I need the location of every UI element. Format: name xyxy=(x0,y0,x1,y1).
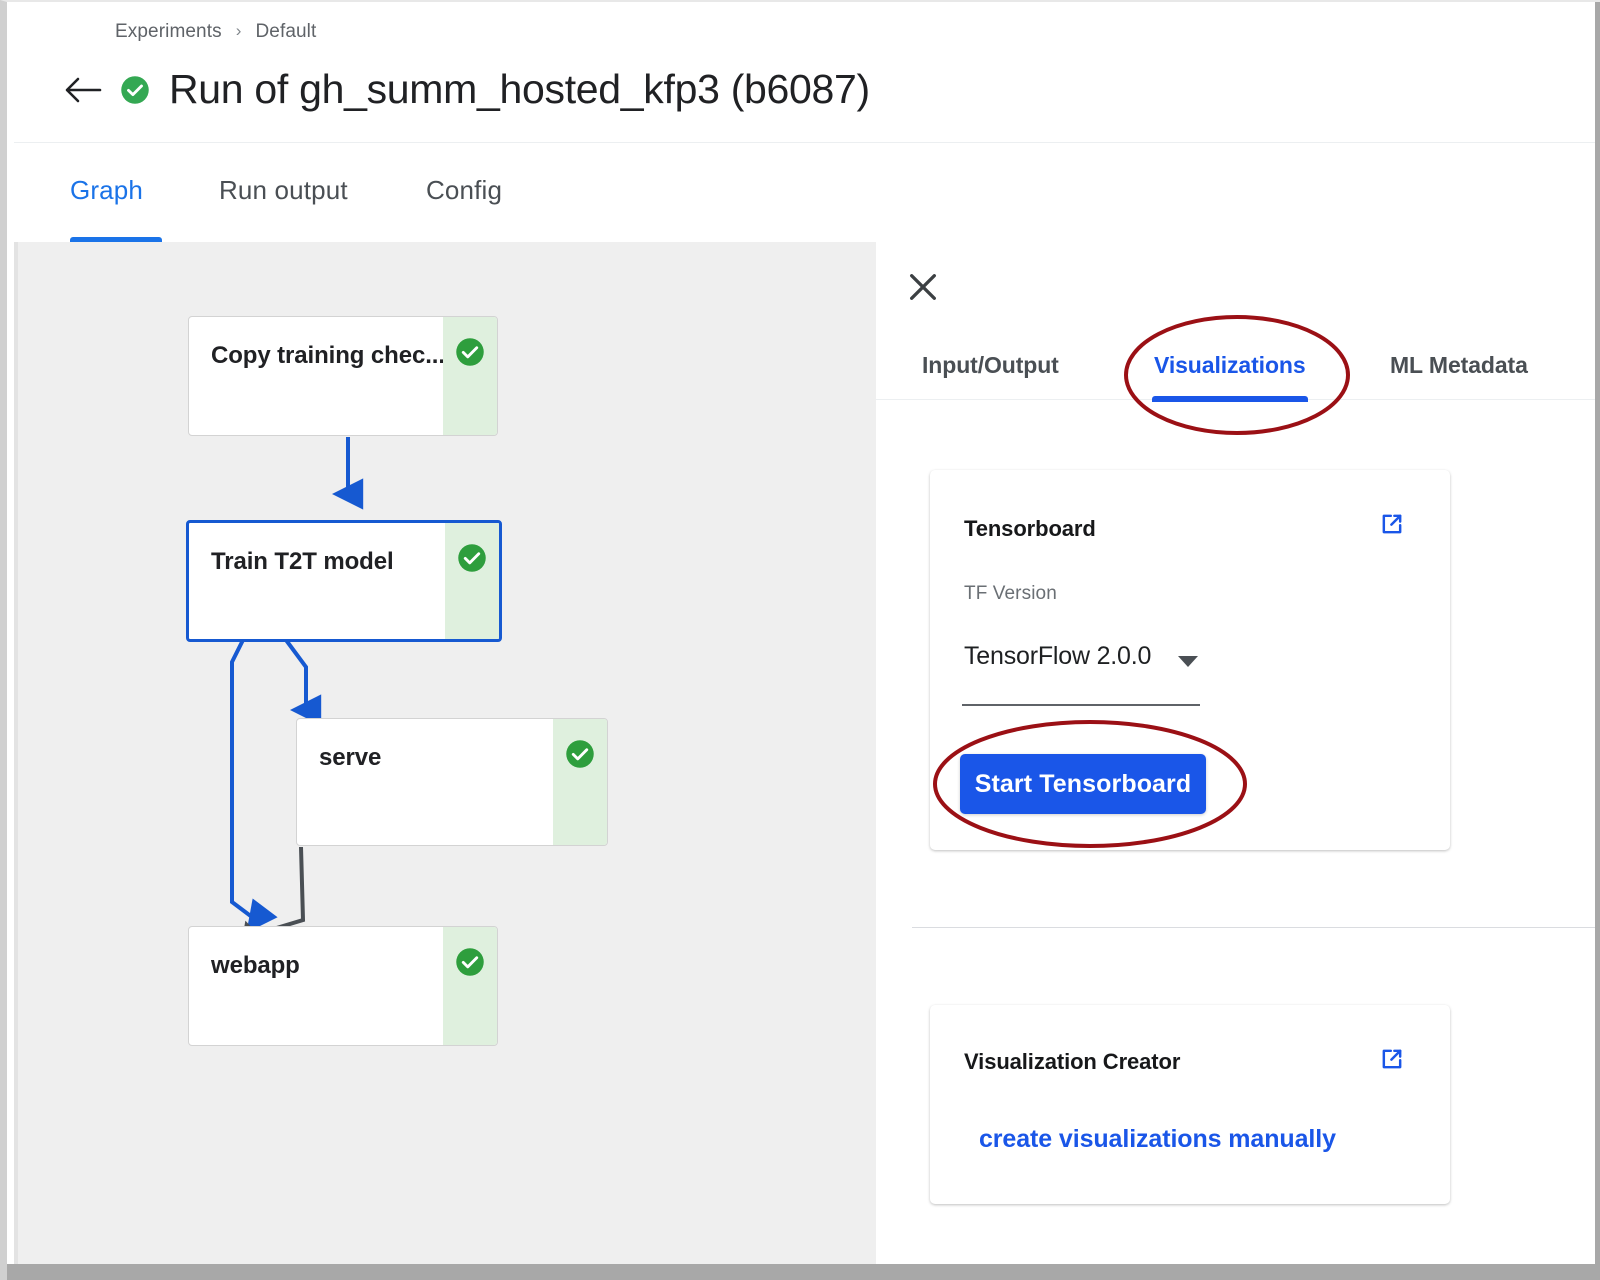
open-in-new-icon[interactable] xyxy=(1378,510,1406,538)
close-icon[interactable] xyxy=(896,260,950,314)
graph-node-status xyxy=(443,927,497,1045)
panel-tab-visualizations[interactable]: Visualizations xyxy=(1152,330,1308,402)
node-details-side-panel: Input/Output Visualizations ML Metadata … xyxy=(876,242,1595,1264)
graph-node-status xyxy=(553,719,607,845)
tab-config-label: Config xyxy=(426,175,503,205)
visualization-creator-card: Visualization Creator create visualizati… xyxy=(930,1005,1450,1204)
check-circle-icon xyxy=(566,740,594,768)
tab-graph-label: Graph xyxy=(70,175,144,205)
check-circle-icon xyxy=(458,544,486,572)
side-panel-tab-bar: Input/Output Visualizations ML Metadata xyxy=(876,330,1595,402)
run-status-check-circle-icon xyxy=(121,75,149,104)
start-tensorboard-button[interactable]: Start Tensorboard xyxy=(960,754,1206,814)
breadcrumb-separator-icon: › xyxy=(235,21,242,40)
panel-section-divider xyxy=(912,927,1595,928)
panel-tab-input-output-label: Input/Output xyxy=(922,351,1059,378)
window-scrollbar[interactable] xyxy=(1595,2,1600,1264)
check-circle-icon xyxy=(456,948,484,976)
open-in-new-icon[interactable] xyxy=(1378,1045,1406,1073)
graph-node-copy-training-checkpoint[interactable]: Copy training chec... xyxy=(188,316,498,436)
tf-version-select-value[interactable]: TensorFlow 2.0.0 xyxy=(964,642,1152,670)
tf-version-select-underline xyxy=(962,704,1200,706)
pipeline-graph-canvas[interactable]: Copy training chec... Train T2T model se… xyxy=(14,242,876,1264)
breadcrumb-item-default[interactable]: Default xyxy=(255,21,317,42)
breadcrumb: Experiments › Default xyxy=(115,21,316,43)
tab-run-output-label: Run output xyxy=(219,175,348,205)
tab-graph[interactable]: Graph xyxy=(70,143,162,242)
graph-node-status xyxy=(443,317,497,435)
chevron-down-icon[interactable] xyxy=(1178,656,1198,667)
graph-node-label: Copy training chec... xyxy=(211,342,443,369)
panel-tab-input-output[interactable]: Input/Output xyxy=(922,330,1059,400)
graph-node-train-t2t-model[interactable]: Train T2T model xyxy=(186,520,502,642)
graph-node-status xyxy=(445,523,499,639)
panel-tab-ml-metadata-label: ML Metadata xyxy=(1390,351,1528,378)
tab-config[interactable]: Config xyxy=(426,143,516,242)
graph-node-label: webapp xyxy=(211,952,300,979)
back-arrow-icon[interactable] xyxy=(62,69,104,111)
panel-tab-visualizations-label: Visualizations xyxy=(1154,351,1306,378)
main-tab-bar: Graph Run output Config xyxy=(14,143,1595,242)
tab-run-output[interactable]: Run output xyxy=(219,143,359,242)
page-header: Experiments › Default Run of gh_summ_hos… xyxy=(14,4,1595,143)
window-bottom-chrome xyxy=(7,1264,1600,1280)
check-circle-icon xyxy=(456,338,484,366)
tensorboard-card: Tensorboard TF Version TensorFlow 2.0.0 … xyxy=(930,470,1450,850)
create-visualizations-manually-link[interactable]: create visualizations manually xyxy=(979,1125,1336,1153)
visualization-creator-card-title: Visualization Creator xyxy=(964,1049,1181,1074)
breadcrumb-item-experiments[interactable]: Experiments xyxy=(115,21,222,42)
tensorboard-card-title: Tensorboard xyxy=(964,516,1096,541)
panel-tab-ml-metadata[interactable]: ML Metadata xyxy=(1390,330,1528,400)
title-row: Run of gh_summ_hosted_kfp3 (b6087) xyxy=(62,66,870,113)
graph-node-label: Train T2T model xyxy=(211,548,394,575)
page-title: Run of gh_summ_hosted_kfp3 (b6087) xyxy=(169,66,870,112)
graph-node-webapp[interactable]: webapp xyxy=(188,926,498,1046)
tf-version-label: TF Version xyxy=(964,583,1057,604)
graph-node-serve[interactable]: serve xyxy=(296,718,608,846)
graph-node-label: serve xyxy=(319,744,382,771)
